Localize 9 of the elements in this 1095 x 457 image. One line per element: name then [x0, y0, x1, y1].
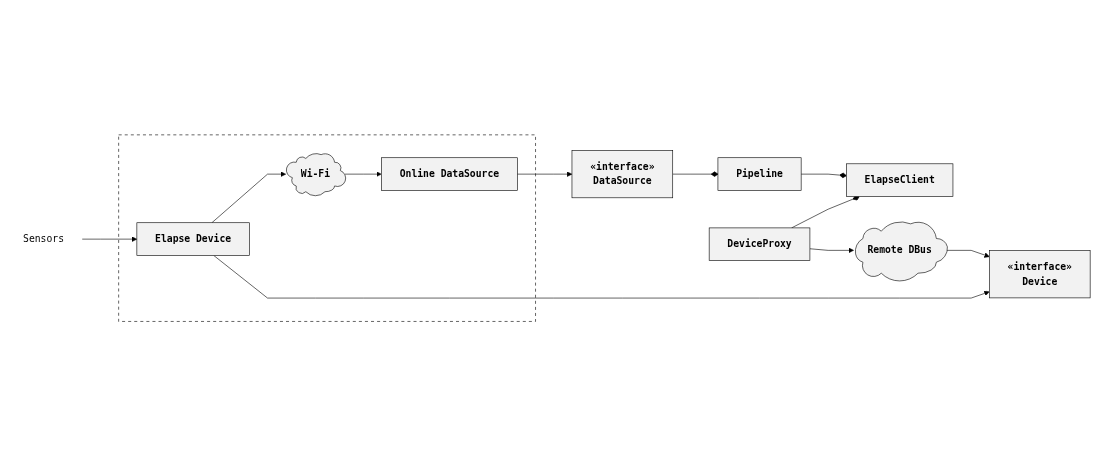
node-box: Online DataSource — [381, 157, 518, 192]
node-box: DeviceProxy — [708, 227, 811, 262]
cluster — [118, 134, 536, 323]
node-box: «interface» Device — [989, 250, 1091, 299]
node-box: ElapseClient — [846, 163, 954, 198]
node-box: «interface» DataSource — [571, 150, 674, 199]
node-box: Elapse Device — [136, 222, 250, 257]
node-text: Sensors — [23, 233, 65, 245]
node-box: Pipeline — [717, 157, 802, 192]
